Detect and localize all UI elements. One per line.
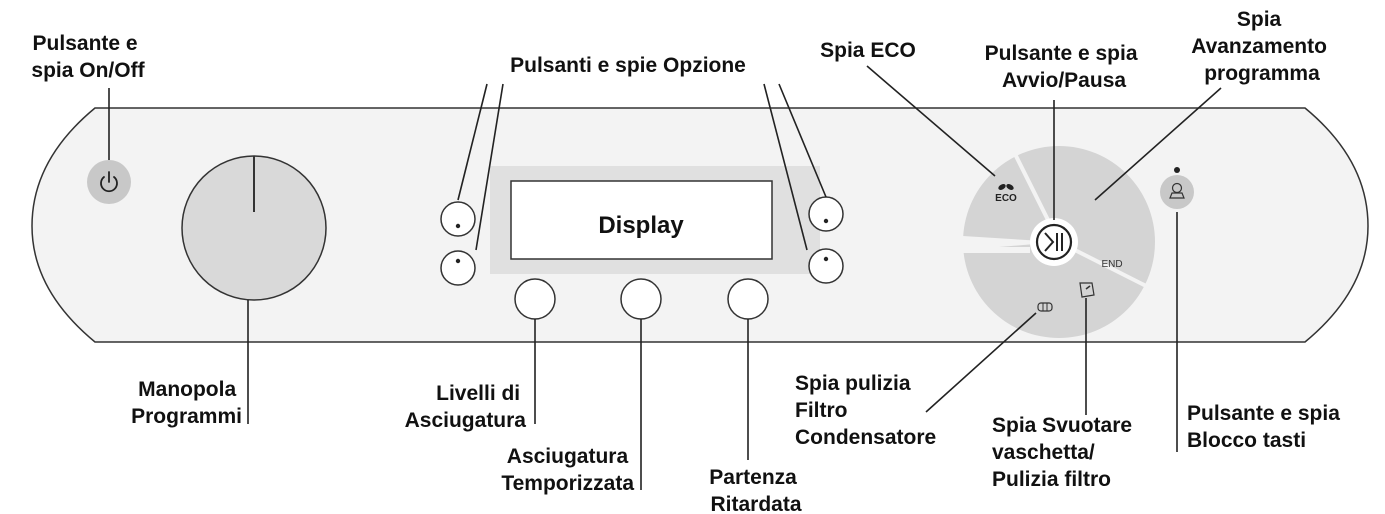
leader-condenser: [925, 312, 1037, 413]
leader-option: [457, 83, 488, 201]
label-progress: Spia Avanzamento programma: [1191, 8, 1333, 85]
label-knob: Manopola Programmi: [131, 378, 242, 428]
label-empty-tank: Spia Svuotare vaschetta/ Pulizia filtro: [992, 414, 1138, 491]
label-condenser: Spia pulizia Filtro Condensatore: [795, 372, 936, 449]
leader-eco: [866, 65, 996, 177]
option-button-right-top[interactable]: [808, 196, 844, 232]
option-led: [823, 256, 829, 262]
label-delay: Partenza Ritardata: [709, 466, 802, 514]
leader-option: [778, 83, 827, 198]
option-button-left-top[interactable]: [440, 201, 476, 237]
label-option: Pulsanti e spie Opzione: [510, 54, 746, 77]
leaf-icon: [998, 184, 1014, 190]
filter-icon: [1037, 302, 1053, 312]
option-led: [823, 218, 829, 224]
label-start-pause: Pulsante e spia Avvio/Pausa: [985, 42, 1144, 92]
key-lock-led: [1174, 167, 1180, 173]
eco-indicator-label: ECO: [995, 193, 1017, 204]
option-led: [455, 258, 461, 264]
child-lock-icon: [1169, 182, 1185, 199]
label-eco: Spia ECO: [820, 39, 916, 62]
option-led: [455, 223, 461, 229]
label-dry-levels: Livelli di Asciugatura: [405, 382, 527, 432]
tank-icon: [1079, 282, 1095, 298]
label-keylock: Pulsante e spia Blocco tasti: [1187, 402, 1346, 452]
play-pause-icon: [1044, 232, 1063, 252]
display: [510, 180, 773, 260]
label-onoff: Pulsante e spia On/Off: [31, 32, 145, 82]
key-lock-button[interactable]: [1160, 167, 1194, 209]
on-off-button[interactable]: [87, 160, 131, 204]
start-pause-button[interactable]: [1030, 218, 1078, 266]
timed-dry-button[interactable]: [620, 278, 662, 320]
option-button-right-bottom[interactable]: [808, 248, 844, 284]
display-label: Display: [598, 212, 684, 239]
program-knob[interactable]: [181, 155, 327, 301]
leader-progress: [1094, 87, 1222, 201]
option-button-left-bottom[interactable]: [440, 250, 476, 286]
power-icon: [100, 171, 118, 193]
label-timed-dry: Asciugatura Temporizzata: [501, 445, 634, 495]
dry-levels-button[interactable]: [514, 278, 556, 320]
leader-option: [763, 83, 808, 251]
end-indicator-label: END: [1101, 259, 1122, 270]
delay-start-button[interactable]: [727, 278, 769, 320]
leader-option: [475, 83, 504, 251]
